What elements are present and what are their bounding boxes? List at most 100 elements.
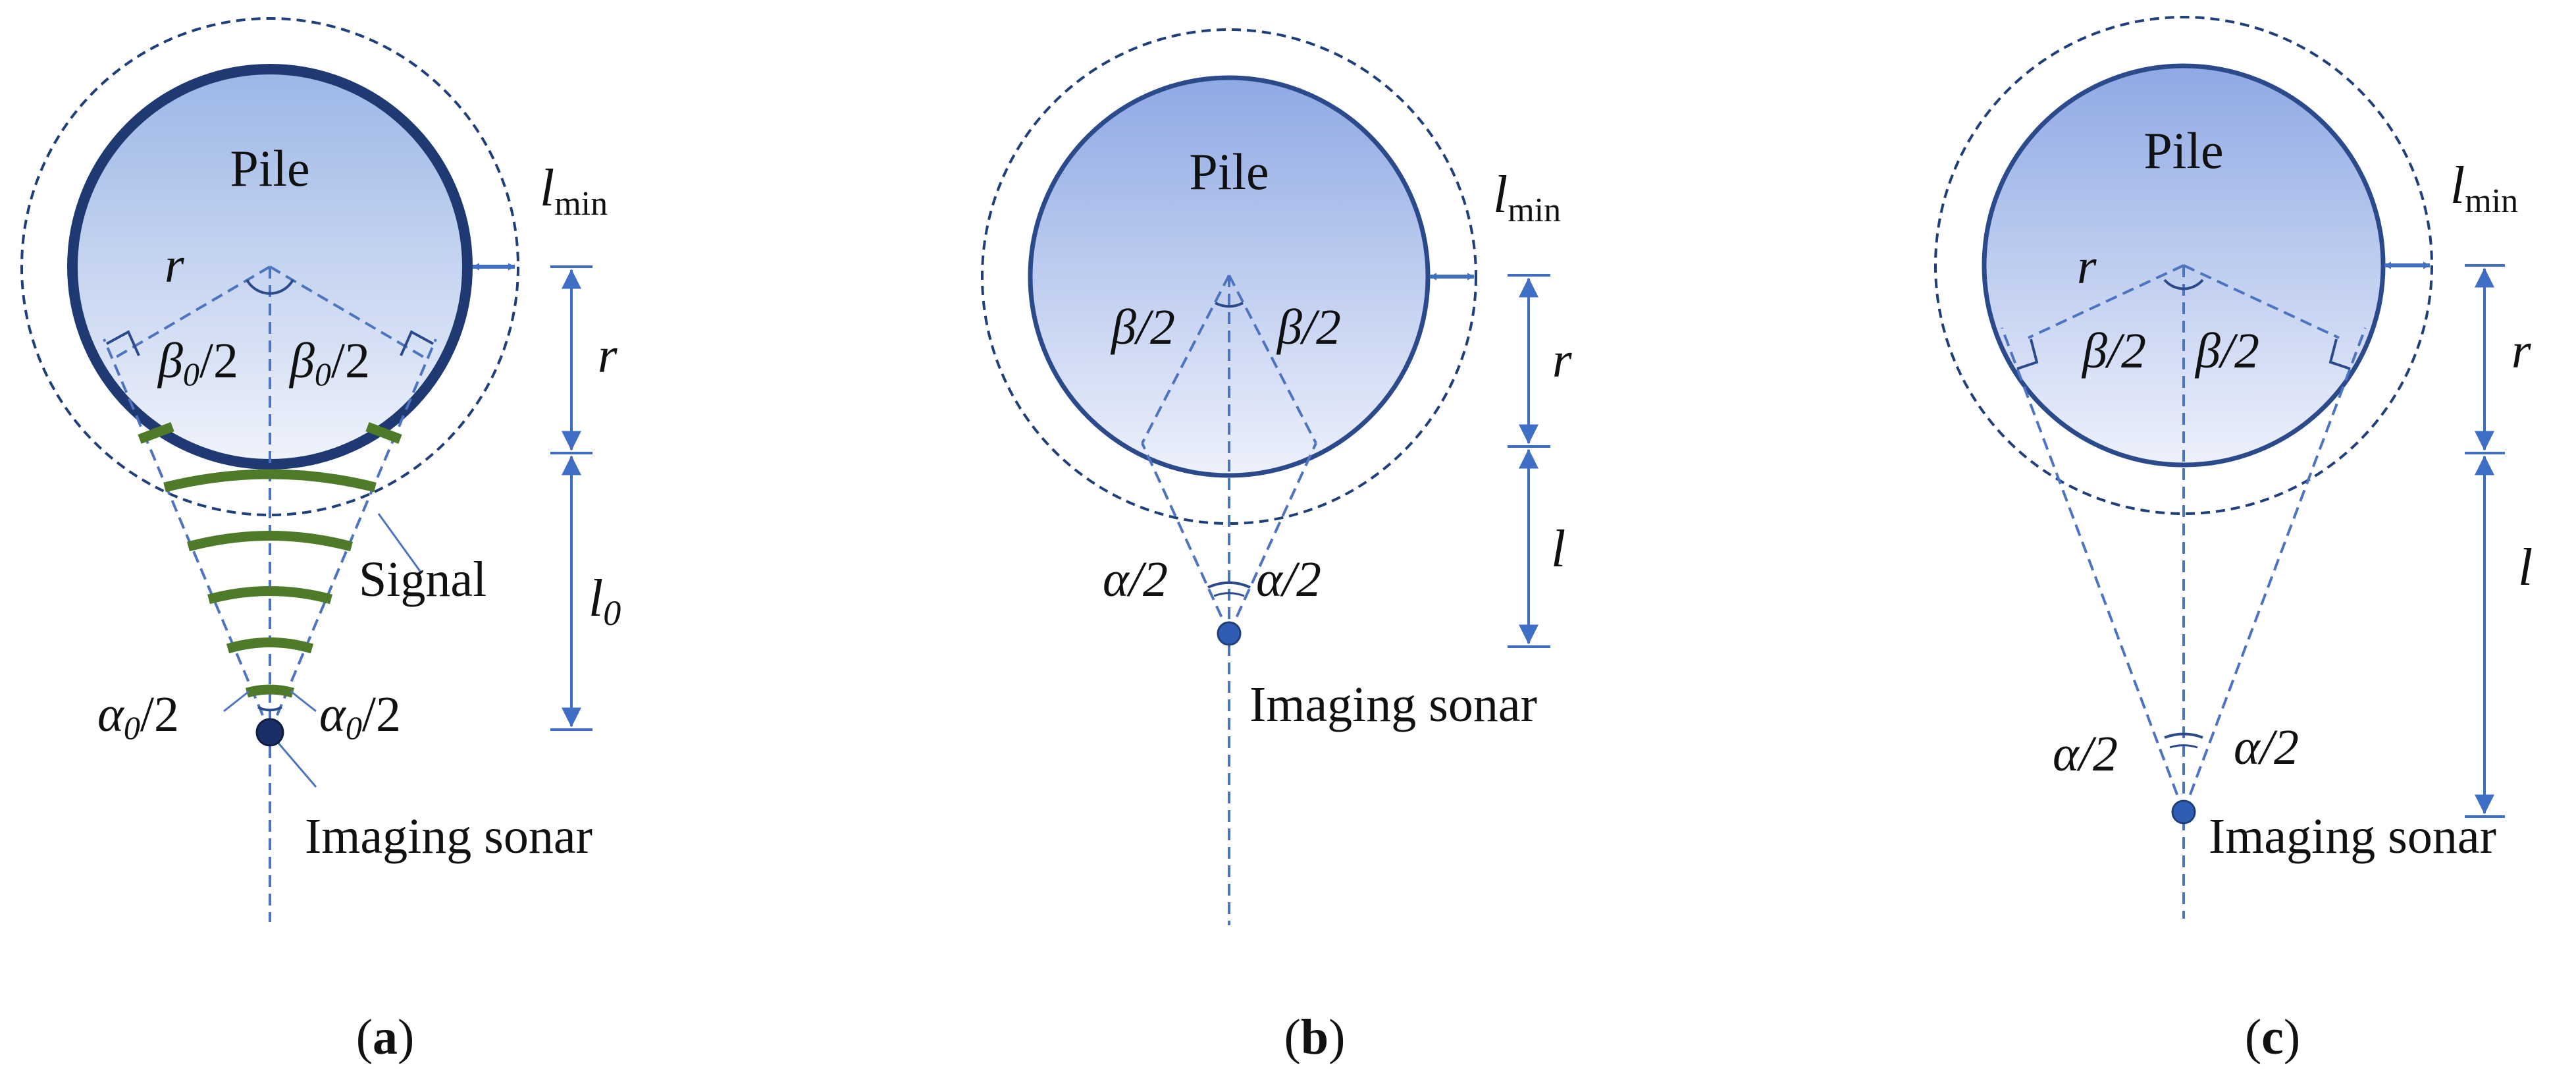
alpha-right-tail: /2 — [362, 687, 401, 742]
beam-edge-right — [1228, 443, 1317, 634]
beta-left-label: β/2 — [2081, 323, 2146, 379]
beta-left-main: β — [157, 333, 183, 389]
panel-caption-b: (b) — [1284, 1010, 1346, 1065]
panel-b: Pile lmin β/2 β/2 r l α/2 α/2 Imaging so… — [981, 28, 1572, 1065]
imaging-sonar-dot — [2171, 799, 2196, 824]
radius-line-left — [1141, 275, 1230, 444]
alpha-left-sub: 0 — [124, 709, 140, 746]
beta-right-main: β — [288, 333, 315, 389]
beta-left-label: β/2 — [1110, 300, 1175, 355]
caption-open: ( — [2245, 1010, 2261, 1065]
dim-l0-label: l0 — [589, 570, 621, 633]
lmin-sub: min — [1508, 192, 1561, 229]
signal-leader-line — [377, 513, 423, 574]
right-angle-mark-right — [400, 330, 434, 356]
alpha-right-sub: 0 — [346, 709, 362, 746]
beta-angle-arc — [2163, 279, 2204, 290]
dim-r-label: r — [1552, 333, 1572, 388]
caption-close: ) — [398, 1010, 414, 1065]
signal-arc — [187, 531, 353, 552]
alpha-left-label: α/2 — [1103, 552, 1168, 607]
pile-label: Pile — [1189, 143, 1269, 200]
lmin-clearance-circle — [1934, 16, 2433, 515]
signal-label: Signal — [359, 552, 486, 607]
radius-label: r — [2077, 239, 2097, 294]
alpha-left-label: α/2 — [2053, 726, 2118, 782]
sonar-leader-line — [275, 740, 317, 788]
lmin-clearance-circle — [20, 17, 519, 516]
alpha-right-main: α — [319, 687, 347, 742]
alpha-angle-arc — [257, 706, 282, 712]
beta-angle-arc — [1215, 302, 1244, 308]
beta-right-label: β/2 — [1276, 300, 1341, 355]
dim-l0-sub: 0 — [603, 593, 621, 633]
imaging-sonar-label: Imaging sonar — [2209, 809, 2496, 864]
right-angle-mark-left — [106, 330, 140, 356]
caption-open: ( — [1284, 1010, 1301, 1065]
panel-caption-a: (a) — [356, 1010, 415, 1065]
pile-label: Pile — [230, 140, 309, 197]
imaging-sonar-label: Imaging sonar — [305, 809, 592, 864]
caption-open: ( — [356, 1010, 373, 1065]
signal-arc — [138, 421, 174, 445]
panel-c: Pile lmin r β/2 β/2 r l α/2 α/2 Imaging … — [1934, 16, 2533, 1065]
caption-letter: c — [2261, 1010, 2284, 1065]
alpha-angle-arc-inner — [1213, 592, 1245, 597]
signal-arc — [226, 637, 314, 654]
alpha-right-leader — [290, 690, 317, 713]
alpha-angle-arc-inner — [2169, 744, 2198, 749]
caption-close: ) — [1328, 1010, 1345, 1065]
dim-r-label: r — [598, 328, 618, 383]
alpha-left-tail: /2 — [140, 687, 179, 742]
signal-arc — [245, 684, 295, 698]
beta-left-tail: /2 — [199, 333, 238, 389]
alpha-angle-arc — [2164, 732, 2203, 739]
dim-l-label: l — [2518, 539, 2533, 597]
signal-arc — [207, 586, 332, 605]
signal-arcs — [138, 421, 402, 698]
alpha-right-label: α/2 — [1256, 552, 1321, 607]
beta-right-label: β/2 — [2194, 323, 2259, 379]
lmin-label: lmin — [1493, 166, 1561, 229]
signal-arc — [365, 421, 402, 445]
caption-letter: a — [373, 1010, 398, 1065]
radius-line-right — [2183, 264, 2340, 339]
beta-right-sub: 0 — [315, 356, 331, 392]
right-angle-mark-right — [2328, 338, 2351, 370]
pile-label: Pile — [2143, 122, 2223, 179]
beta-right-tail: /2 — [331, 333, 370, 389]
beta-left-label: β0/2 — [157, 333, 238, 392]
lmin-main: l — [2450, 157, 2465, 215]
beam-edge-left — [2001, 327, 2185, 813]
alpha-right-label: α/2 — [2234, 720, 2299, 775]
lmin-label: lmin — [2450, 157, 2518, 220]
dim-r-label: r — [2511, 323, 2531, 379]
caption-close: ) — [2284, 1010, 2300, 1065]
beta-left-sub: 0 — [183, 356, 199, 392]
alpha-left-leader — [223, 690, 250, 713]
lmin-sub: min — [2465, 182, 2518, 220]
right-angle-mark-left — [2016, 338, 2039, 370]
imaging-sonar-dot — [255, 718, 284, 747]
lmin-main: l — [540, 159, 554, 217]
alpha-right-label: α0/2 — [319, 687, 401, 746]
radius-label: r — [165, 238, 184, 293]
imaging-sonar-label: Imaging sonar — [1249, 677, 1537, 732]
radius-line-left — [114, 265, 271, 359]
panel-a: Pile lmin r β0/2 β0/2 r l0 Signal α0/2 α… — [20, 17, 621, 1065]
beam-edge-right — [2182, 327, 2367, 813]
beam-edge-left — [103, 338, 271, 733]
caption-letter: b — [1301, 1010, 1328, 1065]
radius-line-right — [1228, 275, 1317, 444]
beam-edge-right — [269, 338, 437, 733]
beta-angle-arc — [246, 279, 294, 295]
alpha-left-main: α — [97, 687, 125, 742]
dim-l-label: l — [1551, 520, 1565, 578]
lmin-main: l — [1493, 166, 1508, 224]
beam-edge-left — [1141, 443, 1230, 634]
signal-arc — [163, 469, 377, 493]
radius-line-right — [269, 265, 426, 359]
radius-line-left — [2028, 264, 2184, 339]
imaging-sonar-dot — [1217, 621, 1242, 646]
